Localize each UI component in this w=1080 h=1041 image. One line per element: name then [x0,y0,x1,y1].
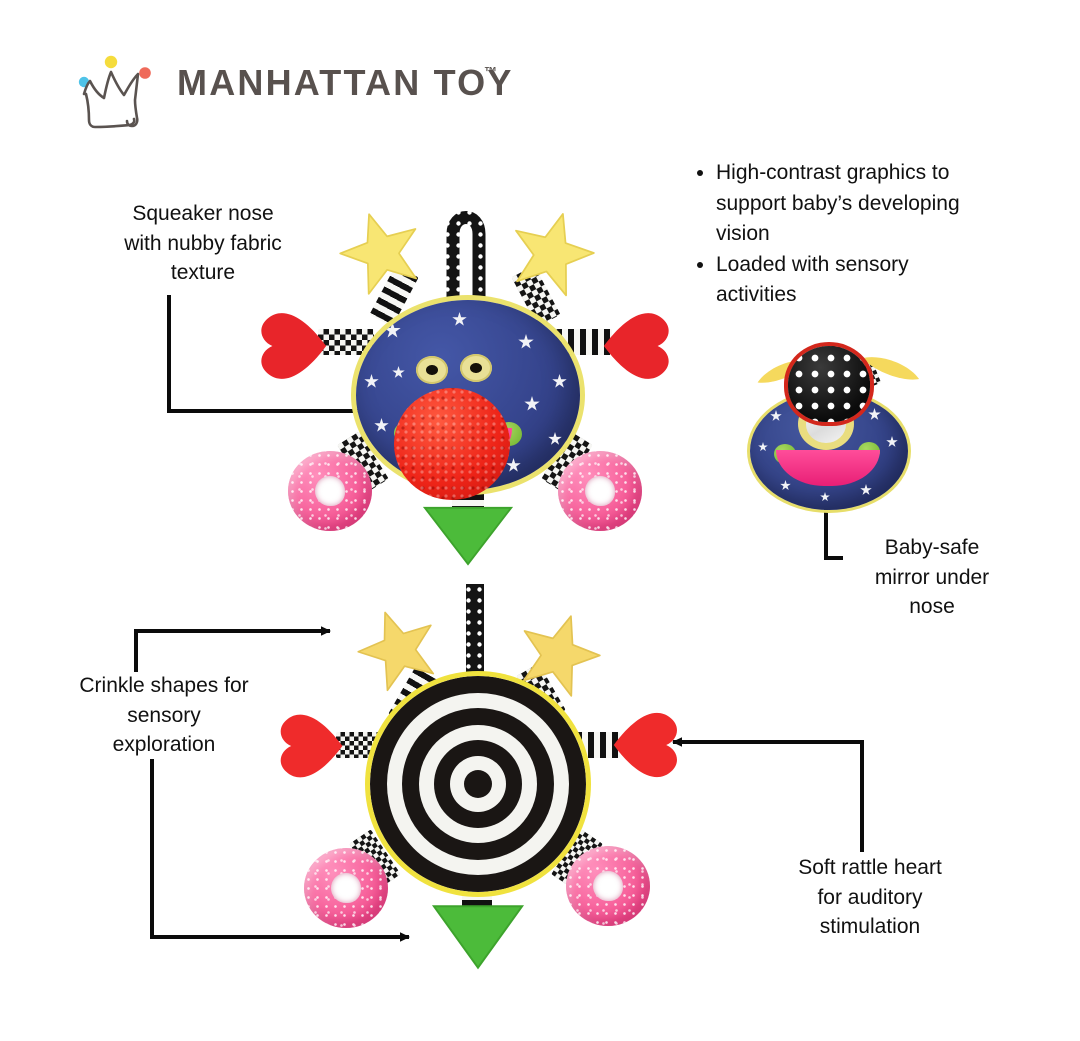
callout-crinkle-shapes: Crinkle shapes for sensory exploration [36,671,292,760]
callout-line: texture [170,261,236,284]
brand-wordmark: MANHATTAN TOY [177,62,514,103]
donut-shape-right-back [566,846,650,926]
feature-bullet-list: High-contrast graphics to support baby’s… [694,158,994,311]
callout-soft-rattle-heart: Soft rattle heart for auditory stimulati… [752,853,988,942]
star-shape-left [339,213,418,295]
toy-body-blue [356,300,580,500]
logo-dot-yellow [104,55,118,69]
feature-bullet: Loaded with sensory activities [716,250,994,311]
callout-line: Baby-safe [884,536,980,559]
squeaker-nose-pom [394,388,510,500]
donut-shape-right [558,451,642,531]
heart-shape-right [603,313,669,379]
callout-line: Crinkle shapes for [79,674,249,697]
hang-loop-icon-back [466,584,484,704]
heart-shape-left [261,313,327,379]
flipped-nose-polka-dot [788,346,870,422]
trademark-symbol: ™ [484,64,497,79]
toy-back-view [258,584,698,974]
triangle-shape-bottom-back [431,905,525,970]
callout-line: stimulation [819,915,921,938]
toy-front-view [246,196,686,566]
brand-logo: MANHATTAN TOY ™ [72,48,542,138]
callout-line: nose [909,595,955,618]
triangle-shape-bottom [422,506,514,566]
crown-icon [78,55,151,129]
logo-dot-red [139,67,151,79]
star-tip-right [862,357,920,380]
star-shape-left-back [357,611,435,692]
donut-shape-left-back [304,848,388,928]
callout-squeaker-nose: Squeaker nose with nubby fabric texture [72,199,334,288]
callout-line: sensory [127,703,201,727]
heart-shape-right-back [613,713,677,777]
callout-baby-safe-mirror: Baby-safe mirror under nose [848,533,1016,622]
callout-line: exploration [112,733,216,756]
callout-line: mirror under [874,565,990,589]
toy-mirror-detail [742,330,928,520]
eye-left [416,356,448,384]
callout-line: Soft rattle heart [798,856,942,879]
donut-shape-left [288,451,372,531]
toy-body-bullseye [370,676,586,892]
eye-right [460,354,492,382]
callout-line: Squeaker nose [132,202,274,225]
callout-line: with nubby fabric [124,231,282,255]
callout-line: for auditory [817,885,923,909]
star-shape-right [515,213,595,297]
leader-line-rattle-heart [672,737,864,852]
mouth-smile-detail [776,450,880,486]
feature-bullet: High-contrast graphics to support baby’s… [716,158,994,250]
heart-shape-left-back [280,714,343,778]
hang-loop-icon [446,211,486,300]
star-shape-right-back [522,615,601,697]
